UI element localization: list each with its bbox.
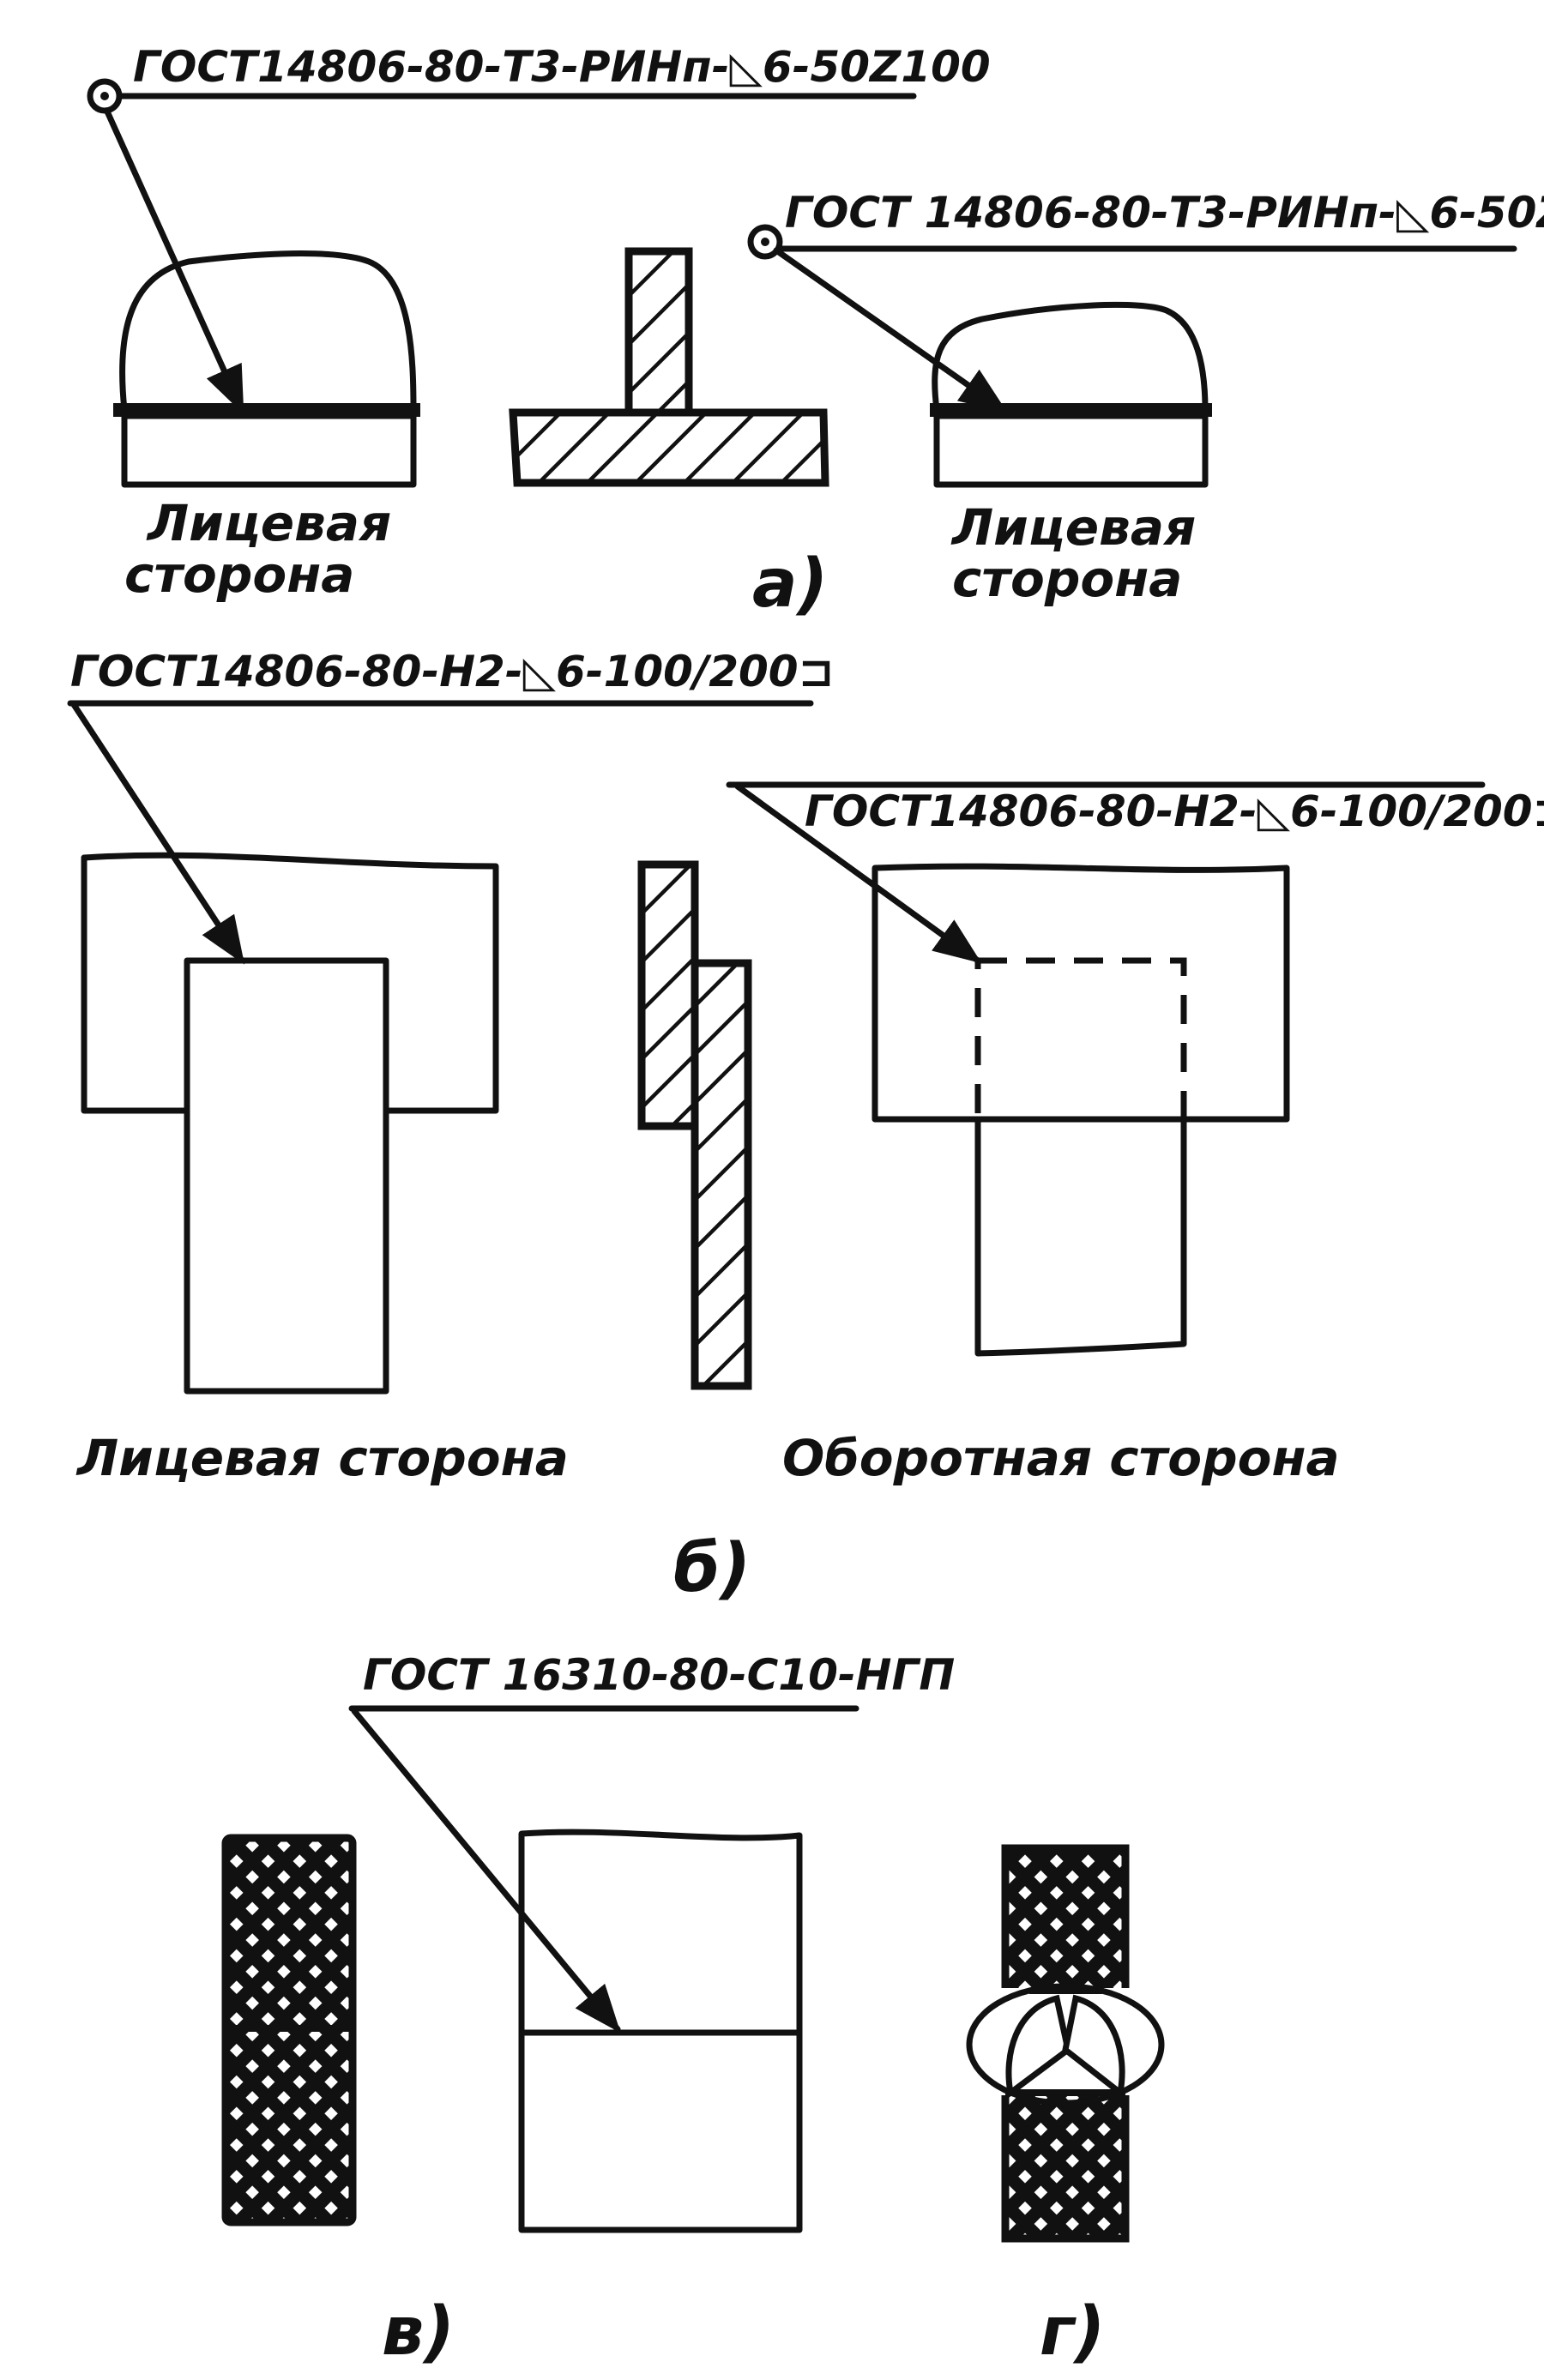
panel-a-label: а) (752, 545, 828, 623)
panel-g: г) (966, 1844, 1165, 2371)
right-side-label-2: сторона (952, 550, 1182, 608)
panel-v: ГОСТ 16310-80-С10-НГП в) (221, 1650, 955, 2371)
panel-v-label: в) (382, 2293, 455, 2371)
lap-joint-face-view: Лицевая сторона (75, 852, 569, 1487)
t-joint-section: а) (509, 247, 829, 623)
right-leader: ГОСТ 14806-80-Т3-РИНп-◺6-50Z100 (747, 188, 1544, 413)
weld-code-v: ГОСТ 16310-80-С10-НГП (363, 1650, 955, 1700)
left-leader-b: ГОСТ14806-80-Н2-◺6-100/200⊐ (67, 647, 834, 965)
butt-joint-face-view: в) (382, 1829, 803, 2371)
right-weld-code-b: ГОСТ14806-80-Н2-◺6-100/200⊐ (805, 786, 1544, 836)
panel-g-label: г) (1040, 2293, 1105, 2371)
butt-joint-section (221, 1834, 357, 2226)
panel-b: ГОСТ14806-80-Н2-◺6-100/200⊐ Лицевая стор… (67, 647, 1544, 1607)
panel-b-label: б) (673, 1530, 751, 1607)
face-side-label-b: Лицевая сторона (75, 1429, 569, 1487)
left-side-label-2: сторона (124, 545, 354, 604)
lap-joint-section: б) (637, 860, 752, 1607)
panel-a: ГОСТ14806-80-Т3-РИНп-◺6-50Z100 Лицевая с… (87, 42, 1544, 623)
left-weld-face-view: Лицевая сторона (113, 250, 420, 604)
right-side-label-1: Лицевая (950, 498, 1196, 557)
left-side-label-1: Лицевая (146, 494, 391, 552)
leader-v: ГОСТ 16310-80-С10-НГП (348, 1650, 955, 2034)
lap-joint-back-view: Оборотная сторона (782, 863, 1340, 1487)
back-side-label-b: Оборотная сторона (782, 1429, 1340, 1487)
left-weld-code: ГОСТ14806-80-Т3-РИНп-◺6-50Z100 (133, 42, 991, 92)
left-weld-code-b: ГОСТ14806-80-Н2-◺6-100/200⊐ (70, 647, 834, 696)
right-weld-code: ГОСТ 14806-80-Т3-РИНп-◺6-50Z100 (785, 188, 1544, 238)
double-v-joint-section: г) (966, 1844, 1165, 2371)
right-weld-face-view: Лицевая сторона (930, 301, 1212, 608)
right-leader-b: ГОСТ14806-80-Н2-◺6-100/200⊐ (726, 781, 1544, 964)
left-leader: ГОСТ14806-80-Т3-РИНп-◺6-50Z100 (87, 42, 991, 415)
